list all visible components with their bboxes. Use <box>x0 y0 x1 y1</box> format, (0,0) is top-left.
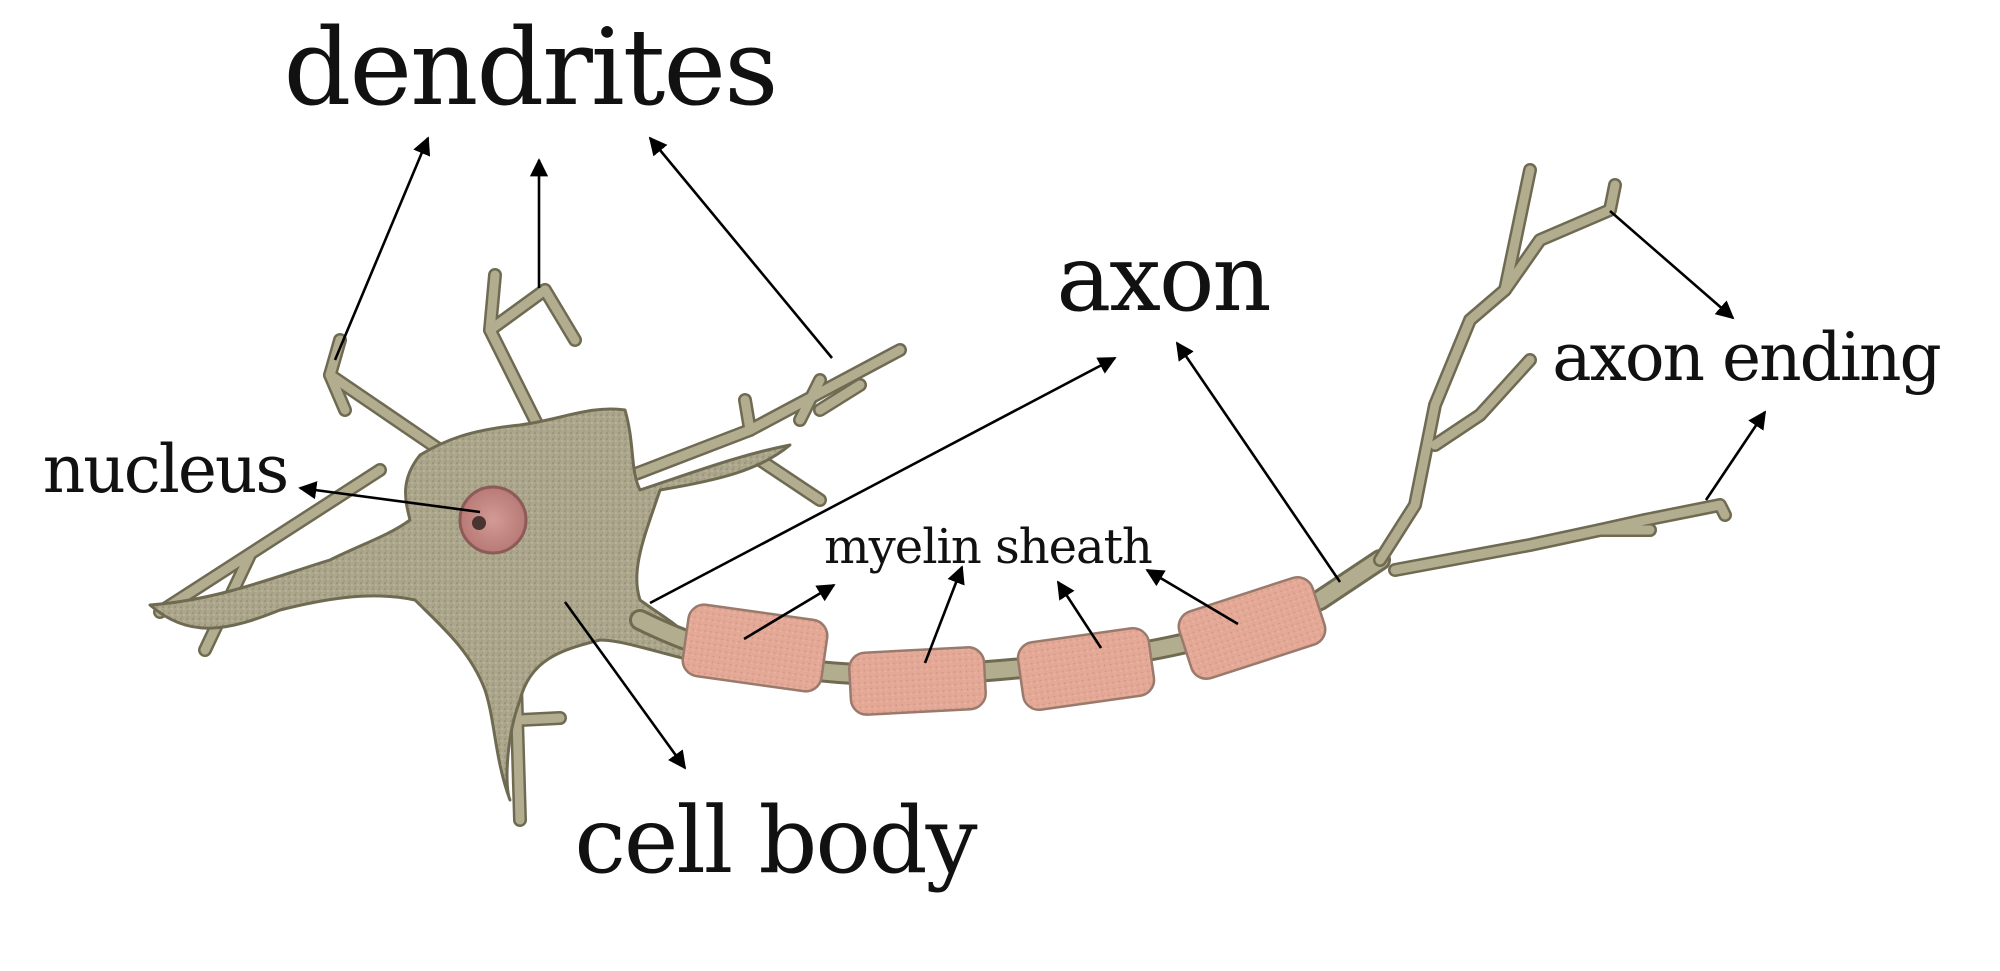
myelin-segment <box>848 646 987 716</box>
pointer-arrows <box>298 136 1767 770</box>
myelin-arrow-3 <box>1056 580 1103 649</box>
axon-ending-arrow-bottom <box>1704 410 1767 501</box>
nucleus-arrow <box>298 481 481 514</box>
axon-ending-branches <box>1373 163 1732 577</box>
nucleus <box>458 485 528 555</box>
myelin-segment <box>1016 626 1156 712</box>
dendrites-arrow-right <box>648 136 834 359</box>
myelin-sheath-segments <box>681 575 1327 716</box>
axon-arrow-right <box>1175 341 1342 583</box>
myelin-segment <box>1177 575 1327 681</box>
myelin-arrow-4 <box>1145 568 1239 626</box>
label-nucleus: nucleus <box>43 431 288 508</box>
cell-body-shape <box>148 407 792 802</box>
myelin-segment <box>681 603 829 693</box>
myelin-arrow-1 <box>743 583 836 641</box>
axon-arrow-left <box>649 356 1117 605</box>
label-cell-body: cell body <box>574 787 977 894</box>
label-axon: axon <box>1056 225 1269 332</box>
label-myelin-sheath: myelin sheath <box>824 519 1152 575</box>
axon-ending-arrow-top <box>1609 210 1735 320</box>
label-dendrites: dendrites <box>283 6 776 129</box>
cell-body-arrow <box>563 601 687 770</box>
dendrites-arrow-left <box>333 136 431 361</box>
label-axon-ending: axon ending <box>1552 319 1940 396</box>
labels: dendrites axon axon ending nucleus myeli… <box>43 6 1943 894</box>
neuron <box>148 163 1732 827</box>
myelin-arrow-2 <box>923 565 965 664</box>
